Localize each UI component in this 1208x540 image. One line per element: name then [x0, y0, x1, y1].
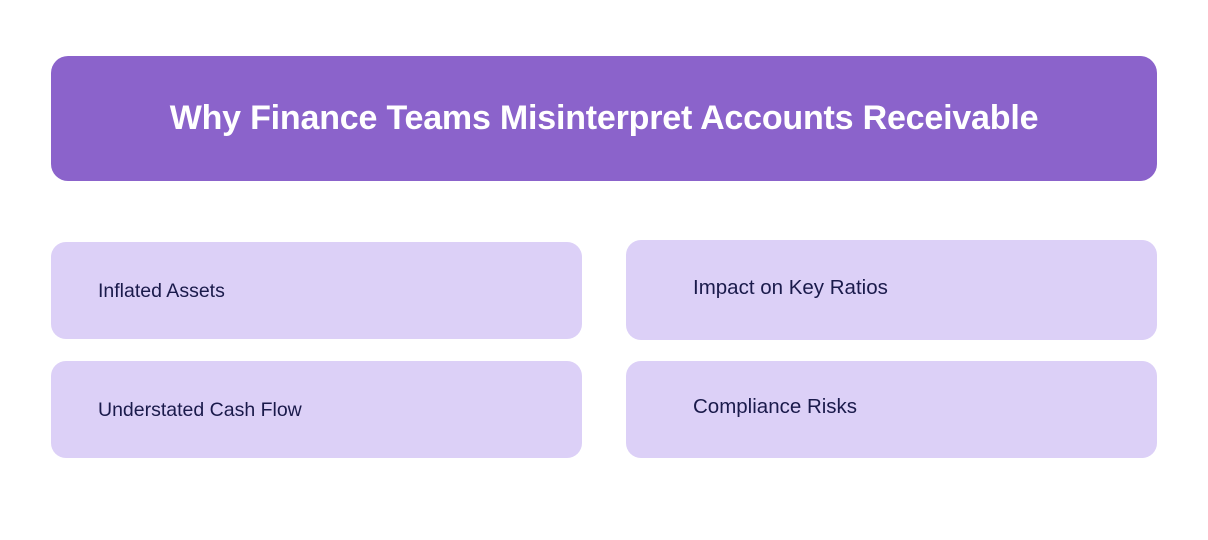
- card-label: Inflated Assets: [98, 279, 225, 302]
- card-impact-on-key-ratios[interactable]: Impact on Key Ratios: [626, 240, 1157, 340]
- card-compliance-risks[interactable]: Compliance Risks: [626, 361, 1157, 458]
- card-label: Understated Cash Flow: [98, 398, 302, 421]
- page-title: Why Finance Teams Misinterpret Accounts …: [169, 98, 1039, 137]
- card-label: Impact on Key Ratios: [693, 275, 888, 299]
- header-banner: Why Finance Teams Misinterpret Accounts …: [51, 56, 1157, 181]
- card-inflated-assets[interactable]: Inflated Assets: [51, 242, 582, 339]
- card-understated-cash-flow[interactable]: Understated Cash Flow: [51, 361, 582, 458]
- card-label: Compliance Risks: [693, 395, 858, 419]
